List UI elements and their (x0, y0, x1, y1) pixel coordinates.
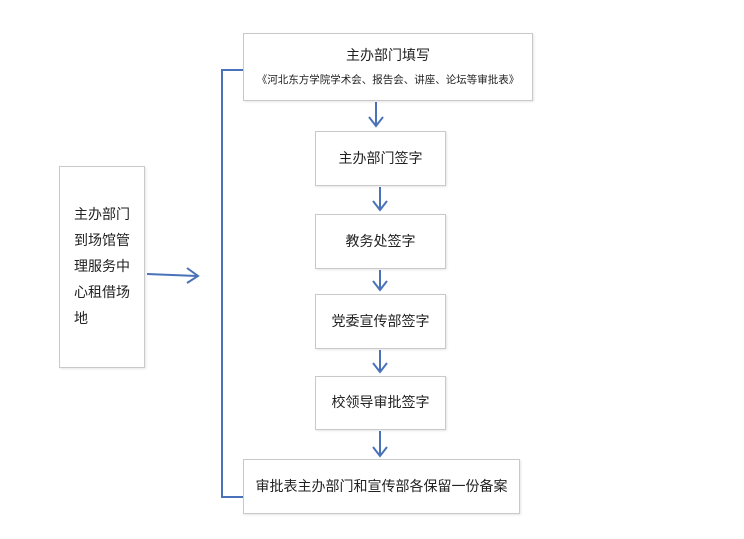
left-arrow-head (186, 267, 200, 284)
left-box-label: 主办部门到场馆管理服务中心租借场地 (74, 207, 130, 327)
step-label: 审批表主办部门和宣传部各保留一份备案 (255, 478, 508, 495)
step-fill-form: 主办部门填写 《河北东方学院学术会、报告会、讲座、论坛等审批表》 (243, 33, 533, 101)
left-box-rent-venue: 主办部门到场馆管理服务中心租借场地 (59, 166, 145, 368)
step-dept-sign: 主办部门签字 (315, 131, 446, 186)
step-leader-approval: 校领导审批签字 (315, 376, 446, 430)
bracket-line (221, 69, 243, 498)
down-arrow (372, 350, 388, 374)
step-label: 校领导审批签字 (331, 395, 430, 411)
step-publicity-dept-sign: 党委宣传部签字 (315, 294, 446, 349)
step-label: 教务处签字 (345, 233, 416, 250)
down-arrow (368, 102, 384, 128)
down-arrow (372, 187, 388, 212)
step-label: 主办部门签字 (338, 150, 423, 167)
down-arrow (372, 431, 388, 458)
left-arrow-shaft (146, 273, 198, 277)
step-label: 党委宣传部签字 (331, 313, 430, 330)
step-sublabel: 《河北东方学院学术会、报告会、讲座、论坛等审批表》 (256, 74, 520, 86)
step-academic-affairs-sign: 教务处签字 (315, 214, 446, 269)
step-label: 主办部门填写 (346, 48, 430, 64)
down-arrow (372, 270, 388, 292)
step-archive: 审批表主办部门和宣传部各保留一份备案 (243, 459, 520, 514)
